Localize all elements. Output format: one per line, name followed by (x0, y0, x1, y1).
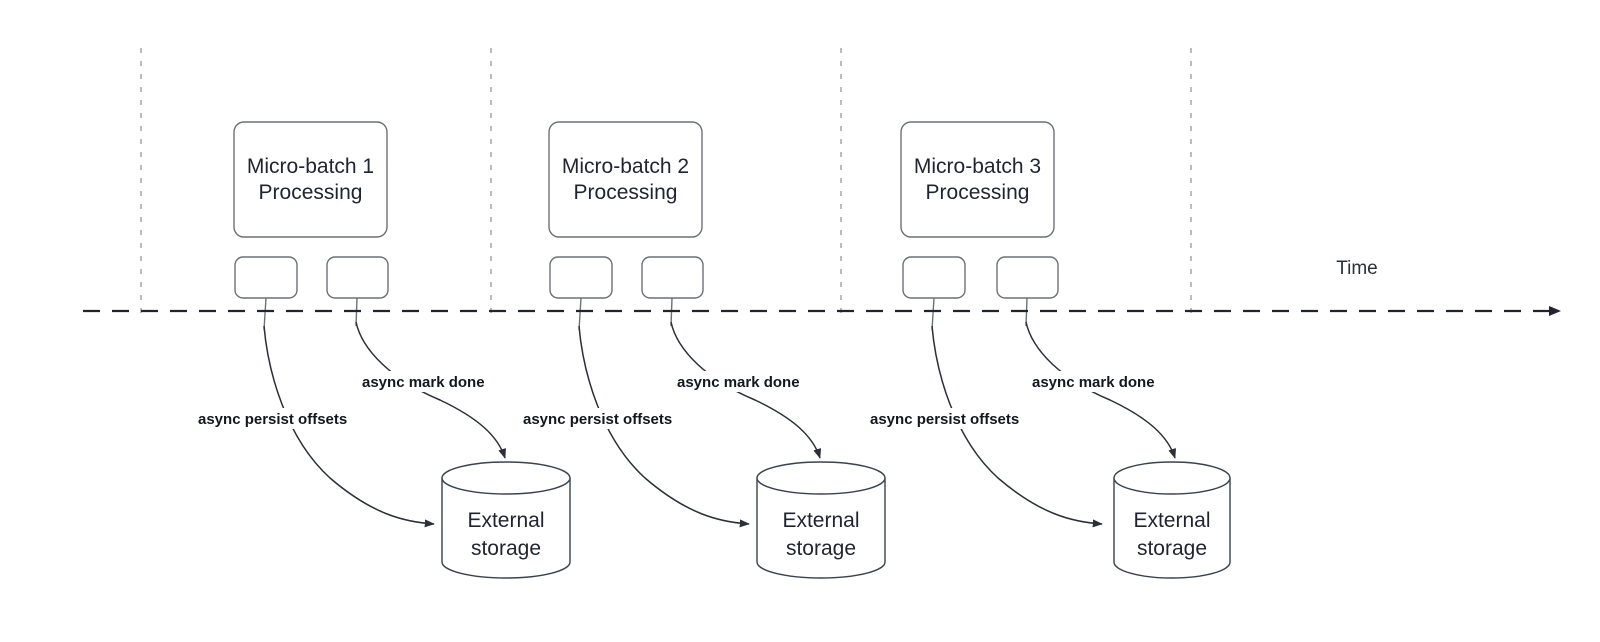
task-box-2-left[interactable] (549, 256, 613, 299)
persist-offsets-arrow-1 (263, 325, 435, 528)
micro-batch-group-2: Micro-batch 2 Processing async persist o… (521, 121, 886, 579)
external-storage-2-label-line2: storage (786, 537, 856, 560)
batch-boundary-lines (140, 48, 1192, 318)
external-storage-1-label-line1: External (467, 509, 544, 532)
mark-done-label-2-halo (675, 371, 817, 392)
task-box-2-right[interactable] (641, 256, 704, 299)
external-storage-3[interactable]: External storage (1113, 461, 1231, 579)
persist-offsets-arrow-2 (578, 325, 750, 528)
mark-done-label-3-halo (1030, 371, 1172, 392)
persist-offsets-arrow-3 (931, 325, 1103, 528)
mark-done-label-3: async mark done (1032, 374, 1155, 391)
external-storage-3-label-line2: storage (1137, 537, 1207, 560)
external-storage-2[interactable]: External storage (756, 461, 886, 579)
task-box-2-left-stem (578, 297, 582, 331)
time-axis-label: Time (1336, 258, 1378, 279)
micro-batch-box-2-label-line1: Micro-batch 2 (562, 155, 689, 178)
persist-offsets-label-3: async persist offsets (870, 411, 1019, 428)
time-axis: Time (83, 258, 1561, 316)
micro-batch-box-1-label-line2: Processing (259, 181, 363, 204)
micro-batch-group-3: Micro-batch 3 Processing async persist o… (868, 121, 1231, 579)
persist-offsets-label-1: async persist offsets (198, 411, 347, 428)
external-storage-1-label-line2: storage (471, 537, 541, 560)
mark-done-label-1: async mark done (362, 374, 485, 391)
mark-done-label-1-halo (360, 371, 502, 392)
external-storage-2-label-line1: External (782, 509, 859, 532)
persist-offsets-label-2: async persist offsets (523, 411, 672, 428)
task-box-1-left-stem (263, 297, 267, 331)
micro-batch-box-3[interactable] (900, 121, 1055, 238)
mark-done-arrow-2 (670, 321, 822, 459)
task-box-1-left[interactable] (234, 256, 298, 299)
persist-offsets-label-1-halo (196, 408, 374, 429)
mark-done-arrow-1 (355, 321, 507, 459)
external-storage-1[interactable]: External storage (441, 461, 571, 579)
micro-batch-group-1: Micro-batch 1 Processing async persist o… (196, 121, 571, 579)
micro-batch-box-1[interactable] (233, 121, 388, 238)
task-box-3-left[interactable] (902, 256, 966, 299)
persist-offsets-label-3-halo (868, 408, 1046, 429)
task-box-3-left-stem (931, 297, 935, 331)
mark-done-arrow-3 (1025, 321, 1177, 459)
micro-batch-box-2-label-line2: Processing (574, 181, 678, 204)
mark-done-label-2: async mark done (677, 374, 800, 391)
micro-batch-box-2[interactable] (548, 121, 703, 238)
micro-batch-box-3-label-line1: Micro-batch 3 (914, 155, 1041, 178)
micro-batch-box-1-label-line1: Micro-batch 1 (247, 155, 374, 178)
external-storage-3-label-line1: External (1133, 509, 1210, 532)
persist-offsets-label-2-halo (521, 408, 699, 429)
task-box-3-right[interactable] (996, 256, 1059, 299)
micro-batch-box-3-label-line2: Processing (926, 181, 1030, 204)
task-box-1-right[interactable] (326, 256, 389, 299)
